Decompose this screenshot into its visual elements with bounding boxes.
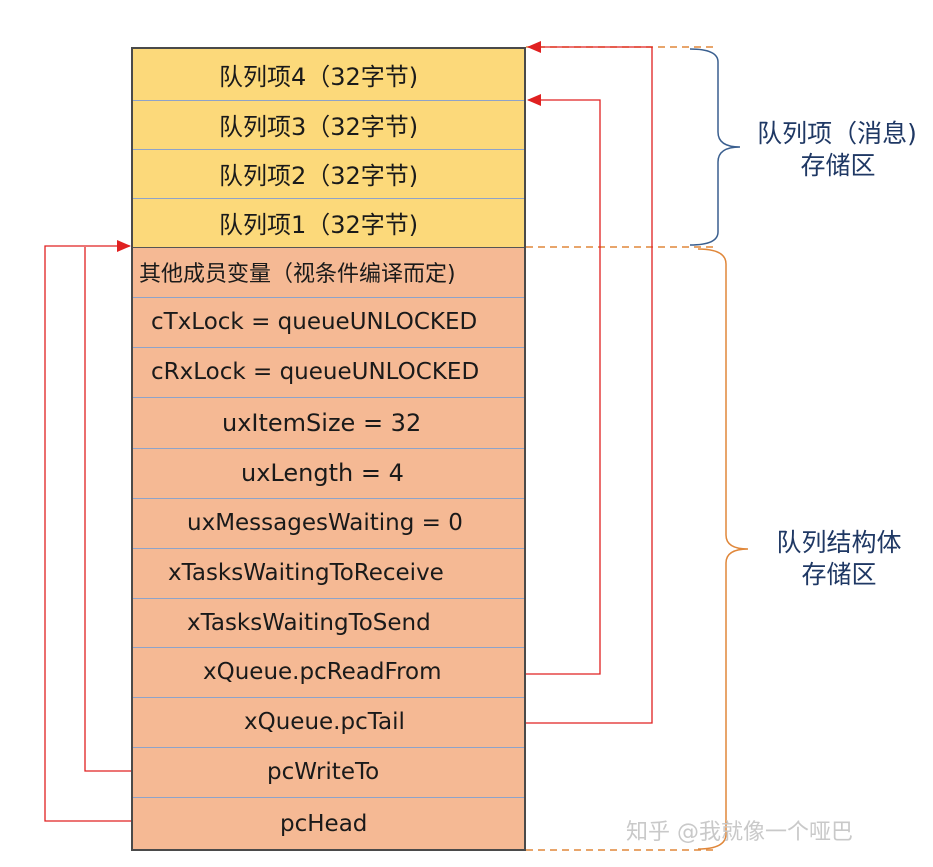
queue-item-3-label: 队列项3（32字节) <box>219 113 419 141</box>
message-area-label-line1: 队列项（消息) <box>757 119 917 148</box>
struct-area-brace <box>697 248 749 850</box>
pctail-row: xQueue.pcTail <box>132 697 525 747</box>
uxmessageswaiting-row: uxMessagesWaiting = 0 <box>132 498 525 548</box>
row-divider <box>132 548 525 549</box>
crxlock-row: cRxLock = queueUNLOCKED <box>132 347 525 397</box>
row-divider <box>132 448 525 449</box>
message-area-label-line2: 存储区 <box>800 151 876 180</box>
row-divider <box>132 297 525 298</box>
xtaskswaitingtosend-label: xTasksWaitingToSend <box>187 609 431 636</box>
pcreadfrom-row: xQueue.pcReadFrom <box>132 647 525 697</box>
uxitemsize-row: uxItemSize = 32 <box>132 397 525 448</box>
uxmessageswaiting-label: uxMessagesWaiting = 0 <box>187 510 463 536</box>
queue-item-4-label: 队列项4（32字节) <box>219 63 419 91</box>
xtaskswaitingtoreceive-row: xTasksWaitingToReceive <box>132 548 525 598</box>
message-area-label: 队列项（消息) 存储区 <box>748 118 926 182</box>
struct-area-label-line1: 队列结构体 <box>776 528 902 557</box>
pctail-pointer-arrow <box>526 41 653 724</box>
uxlength-label: uxLength = 4 <box>241 459 404 487</box>
row-divider <box>132 347 525 348</box>
uxlength-row: uxLength = 4 <box>132 448 525 498</box>
pchead-row: pcHead <box>132 797 525 850</box>
pchead-label: pcHead <box>280 810 368 837</box>
pchead-pointer-arrow <box>44 240 131 822</box>
queue-item-4-row: 队列项4（32字节) <box>132 49 525 100</box>
row-divider <box>132 198 525 199</box>
row-divider <box>132 747 525 748</box>
pctail-label: xQueue.pcTail <box>244 709 405 735</box>
pcreadfrom-label: xQueue.pcReadFrom <box>203 659 442 685</box>
row-divider <box>132 498 525 499</box>
message-area-brace <box>689 48 741 246</box>
ctxlock-row: cTxLock = queueUNLOCKED <box>132 297 525 347</box>
queue-item-1-label: 队列项1（32字节) <box>219 211 419 239</box>
pcwriteto-row: pcWriteTo <box>132 747 525 797</box>
queue-item-2-label: 队列项2（32字节) <box>219 162 419 190</box>
watermark: 知乎 @我就像一个哑巴 <box>626 820 853 845</box>
pcwriteto-pointer-arrow <box>84 247 131 772</box>
row-divider <box>132 697 525 698</box>
row-divider <box>132 397 525 398</box>
struct-area-label: 队列结构体 存储区 <box>764 527 914 591</box>
crxlock-label: cRxLock = queueUNLOCKED <box>151 359 480 385</box>
uxitemsize-label: uxItemSize = 32 <box>222 408 422 437</box>
queue-item-3-row: 队列项3（32字节) <box>132 100 525 149</box>
struct-area-label-line2: 存储区 <box>801 560 877 589</box>
pcreadfrom-pointer-arrow <box>526 94 601 675</box>
section-divider <box>132 247 525 248</box>
other-members-row: 其他成员变量（视条件编译而定) <box>132 247 525 297</box>
row-divider <box>132 797 525 798</box>
other-members-label: 其他成员变量（视条件编译而定) <box>139 262 456 287</box>
row-divider <box>132 598 525 599</box>
row-divider <box>132 647 525 648</box>
row-divider <box>132 149 525 150</box>
xtaskswaitingtosend-row: xTasksWaitingToSend <box>132 598 525 647</box>
queue-item-2-row: 队列项2（32字节) <box>132 149 525 198</box>
ctxlock-label: cTxLock = queueUNLOCKED <box>151 309 478 335</box>
xtaskswaitingtoreceive-label: xTasksWaitingToReceive <box>168 560 444 586</box>
row-divider <box>132 100 525 101</box>
queue-item-1-row: 队列项1（32字节) <box>132 198 525 247</box>
pcwriteto-label: pcWriteTo <box>267 759 380 785</box>
